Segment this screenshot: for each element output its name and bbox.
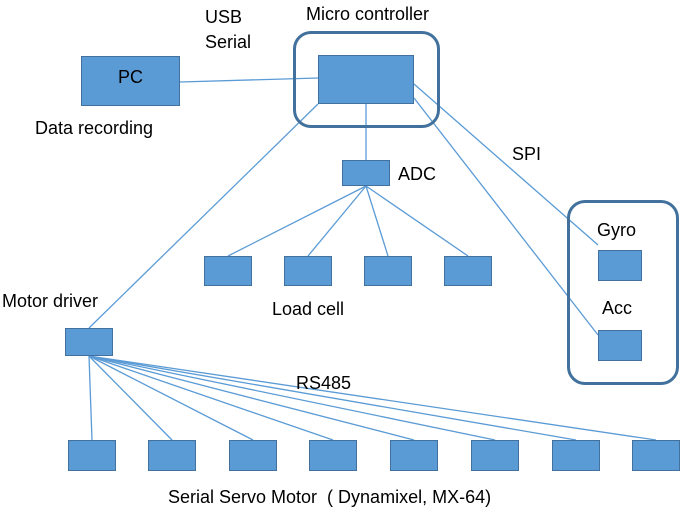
rs485-link: [88, 355, 657, 441]
micro-controller-frame: [293, 31, 440, 128]
servo-motor-box: [390, 440, 438, 471]
adc-loadcell-link: [227, 185, 367, 257]
acc-label: Acc: [602, 298, 633, 318]
spi-label: SPI: [512, 144, 542, 164]
servo-motor-box: [552, 440, 600, 471]
data-recording-label: Data recording: [35, 118, 154, 138]
micro-controller-label: Micro controller: [306, 4, 430, 24]
rs485-link: [88, 355, 415, 441]
rs485-link: [88, 355, 173, 441]
motor-driver-box: [65, 328, 113, 356]
servo-motor-box: [148, 440, 196, 471]
load-cell-box: [284, 256, 332, 286]
rs485-link: [88, 355, 93, 441]
load-cell-box: [204, 256, 252, 286]
adc-loadcell-link: [365, 185, 389, 257]
load-cell-box: [444, 256, 492, 286]
serial-label: Serial: [205, 32, 252, 52]
adc-loadcell-link: [307, 185, 367, 257]
load-cell-box: [364, 256, 412, 286]
adc-box: [342, 160, 390, 186]
servo-motor-box: [632, 440, 680, 471]
load-cell-label: Load cell: [272, 299, 345, 319]
servo-motor-box: [68, 440, 116, 471]
imu-frame: [567, 200, 679, 385]
adc-label: ADC: [398, 164, 437, 184]
rs485-link: [88, 355, 577, 441]
rs485-link: [88, 355, 334, 441]
motor-driver-label: Motor driver: [2, 291, 99, 311]
pc-box: PC: [81, 56, 180, 106]
gyro-box: [598, 250, 642, 281]
micro-controller-box: [318, 55, 414, 104]
mcu-motor-driver-link: [88, 103, 319, 329]
servo-motor-box: [471, 440, 519, 471]
acc-box: [598, 330, 642, 361]
usb-label: USB: [205, 7, 243, 27]
rs485-label: RS485: [296, 373, 352, 393]
rs485-link: [88, 355, 496, 441]
adc-loadcell-link: [365, 185, 469, 257]
servo-motor-box: [309, 440, 357, 471]
rs485-link: [88, 355, 254, 441]
serial-servo-motor-label: Serial Servo Motor ( Dynamixel, MX-64): [168, 487, 492, 507]
servo-motor-box: [229, 440, 277, 471]
pc-label: PC: [117, 67, 143, 87]
gyro-label: Gyro: [597, 220, 637, 240]
